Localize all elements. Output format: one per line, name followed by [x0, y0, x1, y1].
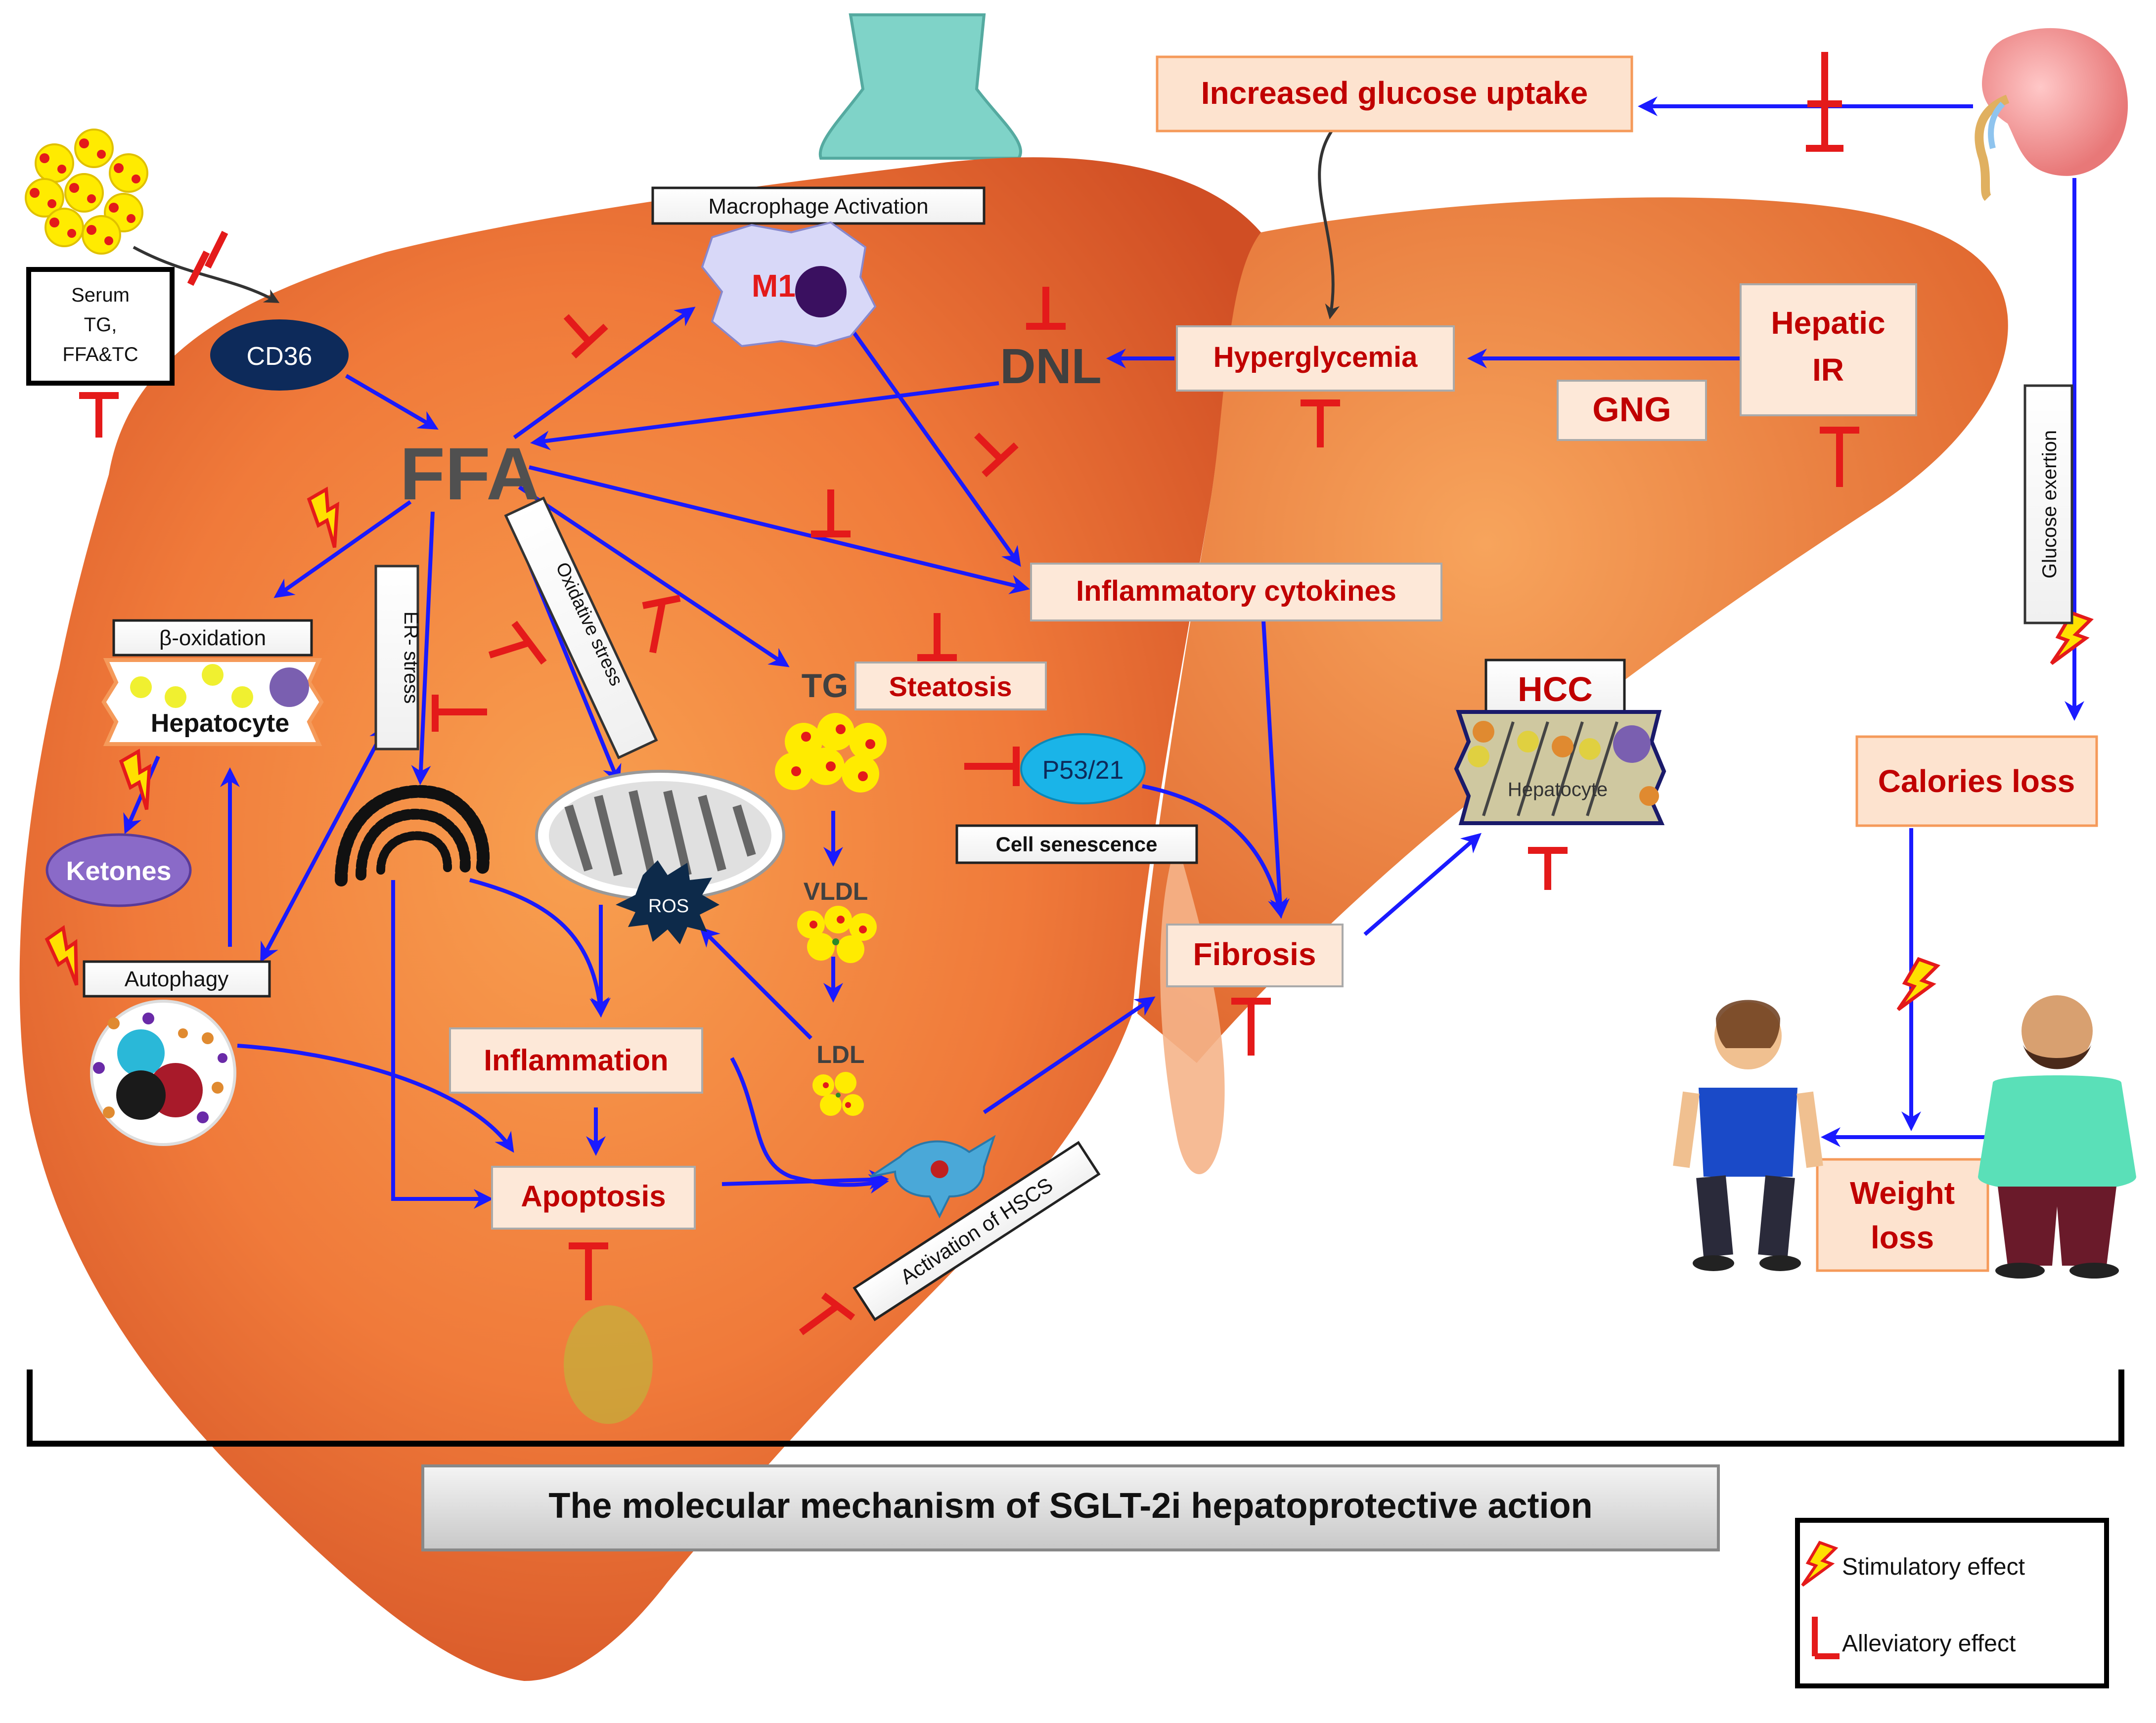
legend-alleviatory-icon [1812, 1617, 1840, 1659]
ketones-label: Ketones [66, 856, 171, 886]
glucose-exertion-label: Glucose exertion [2039, 430, 2061, 578]
beta-oxidation-box [112, 619, 313, 657]
lipid-droplets-icon [130, 664, 309, 708]
tg-droplets-icon [775, 713, 887, 793]
ffa-label: FFA [400, 432, 539, 515]
hepatocyte-label: Hepatocyte [151, 709, 289, 738]
hyperglycemia-box [1176, 325, 1455, 392]
calories-loss-label: Calories loss [1878, 763, 2075, 799]
ros-label: ROS [648, 896, 689, 917]
er-stress-label: ER- stress [400, 612, 422, 704]
ldl-droplets-icon [812, 1072, 864, 1116]
ros-starburst-icon [616, 860, 719, 944]
endoplasmic-reticulum-icon [335, 785, 490, 886]
title-box [421, 1464, 1720, 1551]
dnl-label: DNL [1000, 339, 1102, 394]
cd36-ellipse [210, 319, 349, 391]
bottom-bracket [27, 1370, 2124, 1447]
cd36-label: CD36 [247, 342, 313, 371]
legend-box [1795, 1518, 2109, 1688]
hyperglycemia-label: Hyperglycemia [1213, 341, 1418, 373]
cell-senescence-box [955, 824, 1198, 864]
hepatic-stellate-cell-icon [869, 1135, 996, 1219]
serum-box [26, 267, 175, 386]
beta-oxidation-label: β-oxidation [159, 626, 266, 650]
increased-glucose-uptake-box [1156, 55, 1633, 133]
serum-line-2: TG, [84, 314, 117, 336]
hcc-hepatocyte-label: Hepatocyte [1508, 779, 1608, 800]
hepatocyte-cell-icon [101, 658, 324, 746]
macrophage-activation-label: Macrophage Activation [708, 194, 928, 219]
black-arrows [133, 125, 1340, 319]
m1-macrophage-icon [701, 221, 877, 348]
person-obese-icon [1978, 995, 2136, 1279]
m1-label: M1 [752, 268, 796, 304]
hcc-hepatocyte-icon [1454, 710, 1666, 825]
autophagosome-icon [90, 1000, 236, 1146]
hcc-box [1484, 659, 1626, 718]
tg-label: TG [802, 667, 848, 705]
inhibition-markers [79, 52, 1859, 1335]
hepatic-ir-line-2: IR [1812, 352, 1844, 388]
serum-fat-cells-icon [25, 129, 148, 255]
er-stress-box [374, 565, 419, 751]
legend-alleviatory-label: Alleviatory effect [1842, 1631, 2016, 1657]
autophagy-box [83, 960, 271, 998]
ldl-label: LDL [816, 1041, 864, 1068]
legend-stimulatory-label: Stimulatory effect [1842, 1554, 2025, 1580]
fibrosis-box [1166, 924, 1344, 987]
cell-senescence-label: Cell senescence [996, 833, 1158, 856]
inflammation-box [449, 1027, 703, 1094]
fibrosis-label: Fibrosis [1193, 936, 1316, 972]
steatosis-label: Steatosis [889, 671, 1012, 702]
kidney-icon [1975, 28, 2128, 201]
vldl-droplets-icon [797, 906, 877, 963]
gng-label: GNG [1592, 390, 1671, 429]
person-thin-icon [1673, 1000, 1823, 1271]
glucose-exertion-box [2023, 384, 2073, 624]
apoptosis-box [491, 1166, 696, 1230]
hcc-label: HCC [1518, 670, 1593, 708]
ketones-ellipse [45, 833, 192, 907]
inflammatory-cytokines-label: Inflammatory cytokines [1076, 575, 1396, 607]
weight-loss-box [1816, 1158, 1989, 1272]
gng-box [1557, 380, 1707, 441]
mitochondria-icon [535, 770, 785, 901]
increased-glucose-uptake-label: Increased glucose uptake [1201, 75, 1588, 111]
p53-ellipse [1020, 733, 1146, 804]
hepatic-ir-box [1740, 283, 1917, 416]
vldl-label: VLDL [804, 878, 868, 905]
apoptosis-label: Apoptosis [521, 1180, 666, 1213]
inflammation-label: Inflammation [484, 1044, 668, 1077]
hepatic-ir-line-1: Hepatic [1771, 305, 1885, 341]
serum-line-3: FFA&TC [62, 344, 138, 365]
weight-loss-line-1: Weight [1850, 1175, 1955, 1211]
calories-loss-box [1855, 735, 2098, 827]
macrophage-activation-box [651, 186, 986, 225]
serum-line-1: Serum [71, 284, 130, 306]
p53-label: P53/21 [1042, 756, 1124, 785]
inflammatory-cytokines-box [1030, 563, 1442, 621]
autophagy-label: Autophagy [125, 967, 228, 991]
weight-loss-line-2: loss [1871, 1220, 1934, 1255]
diagram-title: The molecular mechanism of SGLT-2i hepat… [548, 1486, 1592, 1526]
steatosis-box [854, 662, 1047, 710]
